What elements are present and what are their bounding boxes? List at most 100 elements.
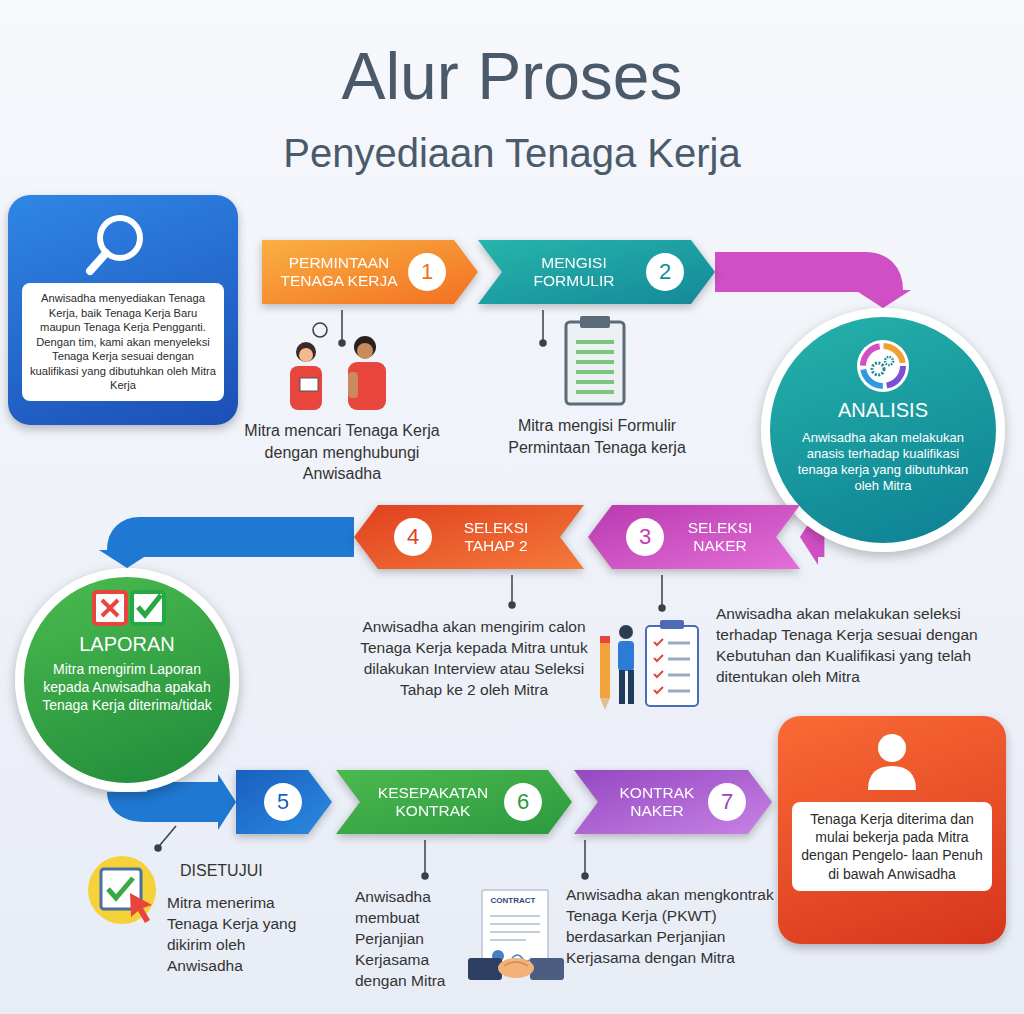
people-talking (357, 343, 373, 359)
people-talking (290, 323, 386, 410)
gear-ring-icon (863, 346, 903, 386)
gear-ring-icon (872, 363, 884, 375)
box-text: Anwisadha menyediakan Tenaga Kerja, baik… (30, 291, 216, 393)
chevron-text-box: PERMINTAAN TENAGA KERJA (272, 240, 406, 304)
gear-ring-icon (863, 346, 903, 386)
contract-handshake (498, 958, 534, 978)
checklist-person (600, 636, 610, 643)
magnifier-icon (90, 253, 106, 271)
reject-accept-icons (132, 592, 164, 624)
leader-lines (155, 845, 161, 851)
page-title: Alur Proses (0, 40, 1024, 113)
form-clipboard (576, 380, 614, 384)
contract-handshake (530, 958, 564, 980)
reject-accept-icons (138, 595, 161, 615)
form-clipboard (566, 322, 624, 404)
step-number-circle: 2 (646, 253, 684, 291)
step-title: KESEPAKATAN KONTRAK (364, 784, 502, 820)
report-circle: LAPORANMitra mengirim Laporan kepada Anw… (15, 568, 239, 792)
leader-lines (582, 873, 588, 879)
people-talking (290, 366, 322, 410)
leader-lines (422, 873, 428, 879)
magnifier-icon (100, 218, 140, 258)
people-talking (296, 342, 316, 362)
step-number-circle: 3 (626, 518, 664, 556)
flow-ribbon (99, 537, 354, 568)
arrow-head (99, 550, 155, 568)
step-caption: Anwisadha akan melakukan seleksi terhada… (716, 604, 978, 688)
chevron-fill (262, 240, 478, 304)
step-arrow: 5 (236, 770, 332, 834)
step-number-circle: 6 (504, 783, 542, 821)
gear-ring-icon (857, 340, 909, 392)
step-title: SELEKSI NAKER (670, 519, 770, 555)
chevron-text-box: SELEKSI NAKER (670, 505, 770, 569)
leader-lines (341, 310, 343, 340)
chevron-fill (478, 240, 715, 304)
checklist-person (600, 698, 610, 710)
leader-lines (424, 840, 426, 873)
person-icon (868, 766, 916, 790)
ribbon-band (127, 792, 218, 802)
people-talking (299, 348, 313, 362)
step-number: 6 (517, 791, 529, 813)
step-caption: Anwisadha membuat Perjanjian Kerjasama d… (355, 887, 465, 992)
page-subtitle: Penyediaan Tenaga Kerja (0, 126, 1024, 180)
arrow-head (218, 774, 236, 830)
person-icon (868, 734, 916, 790)
chevron-fill (574, 770, 772, 834)
gear-ring-icon (863, 346, 903, 386)
box-text: Tenaga Kerja diterima dan mulai bekerja … (800, 810, 984, 883)
step-number-circle: 1 (408, 253, 446, 291)
step-caption: Anwisadha akan mengkontrak Tenaga Kerja … (566, 885, 778, 969)
leader-lines (540, 340, 546, 346)
people-talking (348, 372, 358, 398)
gear-ring-icon (863, 346, 903, 386)
result-box: Tenaga Kerja diterima dan mulai bekerja … (778, 716, 1006, 944)
approved-checkbox (88, 856, 156, 924)
leader-lines (661, 575, 663, 605)
step-caption: Mitra mencari Tenaga Kerja dengan menghu… (236, 420, 448, 485)
leader-lines (542, 310, 544, 340)
person-icon (878, 734, 906, 762)
step-arrow: SELEKSI NAKER3 (588, 505, 800, 569)
checklist-person (619, 625, 633, 639)
step-caption: Mitra mengisi Formulir Permintaan Tenaga… (487, 415, 707, 458)
step-arrow: KESEPAKATAN KONTRAK 6 (336, 770, 572, 834)
step-number: 5 (277, 791, 289, 813)
leader-lines (659, 605, 665, 611)
document-title: CONTRACT (483, 896, 543, 907)
checklist-person (628, 670, 634, 704)
status-label: DISETUJUI (180, 860, 300, 882)
circle-body: Anwisadha akan melakukan anasis terhadap… (795, 430, 971, 494)
checklist-person (654, 639, 663, 693)
contract-handshake (504, 962, 528, 966)
leader-lines (584, 840, 586, 873)
form-clipboard (576, 350, 614, 354)
magnifier-icon (90, 218, 140, 271)
checklist-person (668, 643, 690, 691)
step-caption: Anwisadha akan mengirim calon Tenaga Ker… (360, 617, 588, 701)
reject-accept-icons (94, 592, 126, 624)
chevron-fill (236, 770, 332, 834)
chevron-fill (588, 505, 800, 569)
checklist-person (619, 670, 625, 704)
leader-lines (509, 602, 515, 608)
chevron-text-box: KESEPAKATAN KONTRAK (364, 770, 502, 834)
checklist-person (646, 626, 698, 706)
checklist-person (600, 620, 698, 710)
chevron-fill (354, 505, 584, 569)
circle-heading: LAPORAN (24, 632, 230, 656)
text-panel: Anwisadha menyediakan Tenaga Kerja, baik… (22, 283, 224, 401)
chevron-text-box: MENGISI FORMULIR (508, 240, 640, 304)
step-number-circle: 7 (708, 783, 746, 821)
step-title: MENGISI FORMULIR (508, 254, 640, 290)
contract-handshake (468, 958, 502, 980)
reject-accept-icons (102, 600, 118, 616)
leader-lines (339, 340, 345, 346)
gear-ring-icon (885, 357, 893, 365)
people-talking (313, 323, 327, 337)
step-arrow: PERMINTAAN TENAGA KERJA1 (262, 240, 478, 304)
chevron-text-box: KONTRAK NAKER (602, 770, 712, 834)
